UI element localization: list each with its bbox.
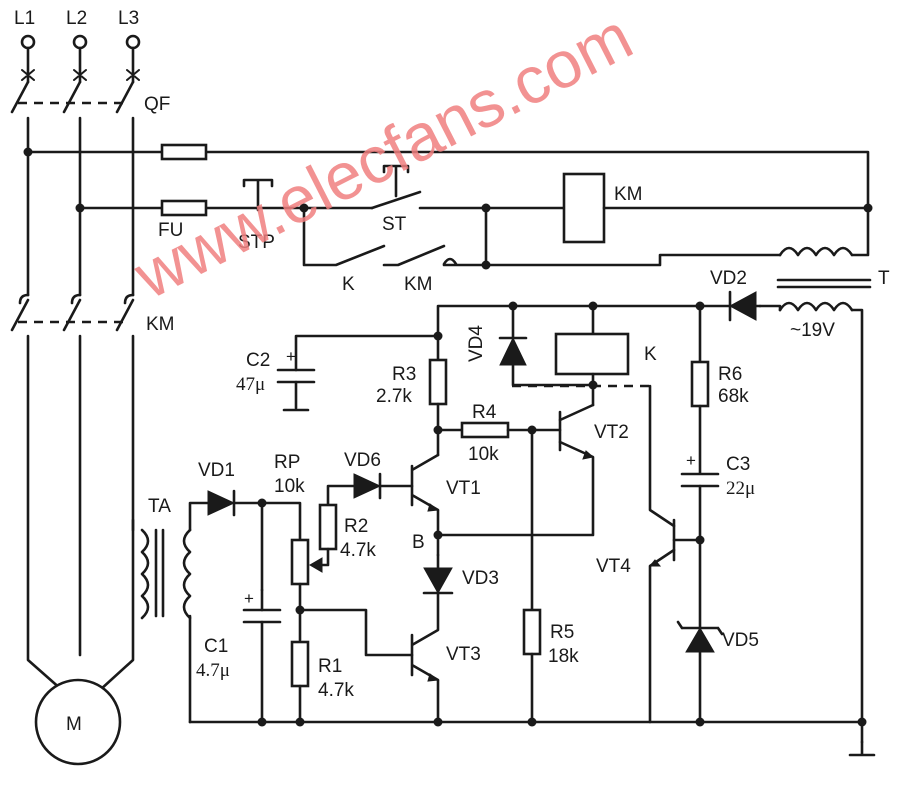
resistor-r5 <box>522 608 542 656</box>
potentiometer-rp <box>290 538 310 586</box>
label-k-contact: K <box>342 274 355 295</box>
label-l3: L3 <box>118 8 139 29</box>
label-vt1: VT1 <box>446 478 481 499</box>
label-vt3: VT3 <box>446 644 481 665</box>
resistor-r2 <box>318 503 338 551</box>
label-vd4: VD4 <box>466 325 487 362</box>
label-t: T <box>878 268 890 289</box>
component-labels: L1 L2 L3 QF FU STP ST KM K KM KM T VD2 ~… <box>14 8 890 735</box>
label-t-voltage: ~19V <box>790 320 835 341</box>
fuse-fu <box>160 199 208 217</box>
label-qf: QF <box>144 94 170 115</box>
label-c2-value: 47μ <box>236 374 265 395</box>
label-r4: R4 <box>472 402 497 423</box>
label-r6: R6 <box>718 364 742 385</box>
label-r5-value: 18k <box>548 646 579 667</box>
label-st: ST <box>382 214 407 235</box>
transformer-primary <box>778 206 870 257</box>
svg-text:+: + <box>686 451 696 470</box>
label-r4-value: 10k <box>468 444 499 465</box>
label-c3: C3 <box>726 454 750 475</box>
fuse-1 <box>160 143 208 161</box>
zener-vd5 <box>685 627 715 653</box>
label-c1-value: 4.7μ <box>196 660 230 681</box>
label-c3-value: 22μ <box>726 478 755 499</box>
terminal-l1 <box>20 34 36 50</box>
terminal-l3 <box>125 34 141 50</box>
label-r3-value: 2.7k <box>376 386 412 407</box>
protection-electronics <box>131 290 876 757</box>
label-r1: R1 <box>318 656 342 677</box>
diode-vd1 <box>207 490 236 516</box>
base-vt3 <box>298 608 414 657</box>
transistor-vt3 <box>410 588 440 724</box>
label-km-main: KM <box>146 314 175 335</box>
diode-vd3 <box>423 567 453 595</box>
label-r6-value: 68k <box>718 386 749 407</box>
label-c2: C2 <box>246 350 270 371</box>
st-button <box>370 164 422 210</box>
label-vd2: VD2 <box>710 268 747 289</box>
label-r2: R2 <box>344 516 368 537</box>
control-circuit <box>26 143 873 744</box>
km-coil <box>562 172 606 244</box>
ground-rail <box>188 720 876 757</box>
label-r1-value: 4.7k <box>318 680 354 701</box>
diode-vd6 <box>353 473 382 499</box>
resistor-r1 <box>290 640 310 688</box>
diode-vd2 <box>728 291 757 321</box>
label-vt2: VT2 <box>594 422 629 443</box>
km-main-contacts <box>10 298 135 332</box>
resistor-r3 <box>428 358 448 406</box>
terminal-l2 <box>72 34 88 50</box>
label-l2: L2 <box>66 8 87 29</box>
label-rp-value: 10k <box>274 476 305 497</box>
diode-vd4 <box>499 336 527 366</box>
label-r5: R5 <box>550 622 574 643</box>
label-node-b: B <box>412 532 425 553</box>
capacitor-c3 <box>680 404 720 488</box>
label-km-contact: KM <box>404 274 433 295</box>
resistor-r4 <box>460 421 510 439</box>
label-vt4: VT4 <box>596 556 631 577</box>
label-vd1: VD1 <box>198 460 235 481</box>
label-k-relay: K <box>644 344 657 365</box>
svg-text:+: + <box>244 589 254 608</box>
label-ta: TA <box>148 496 171 517</box>
transformer-secondary <box>778 301 854 312</box>
label-r3: R3 <box>392 364 416 385</box>
relay-k <box>554 332 630 376</box>
label-vd6: VD6 <box>344 450 381 471</box>
motor <box>34 678 122 766</box>
capacitor-c1 <box>242 608 282 624</box>
current-transformer-ta <box>154 528 165 618</box>
label-rp: RP <box>274 452 300 473</box>
qf-breaker <box>10 80 135 114</box>
label-fu: FU <box>158 220 183 241</box>
label-vd5: VD5 <box>722 630 759 651</box>
label-c1: C1 <box>204 636 228 657</box>
capacitor-c2 <box>276 368 316 384</box>
label-motor: M <box>66 714 82 735</box>
svg-text:+: + <box>286 347 296 366</box>
label-km-coil: KM <box>614 184 643 205</box>
three-phase-power <box>10 34 141 766</box>
label-l1: L1 <box>14 8 35 29</box>
resistor-r6 <box>690 360 710 408</box>
label-stp: STP <box>238 232 275 253</box>
label-r2-value: 4.7k <box>340 540 376 561</box>
label-vd3: VD3 <box>462 568 499 589</box>
